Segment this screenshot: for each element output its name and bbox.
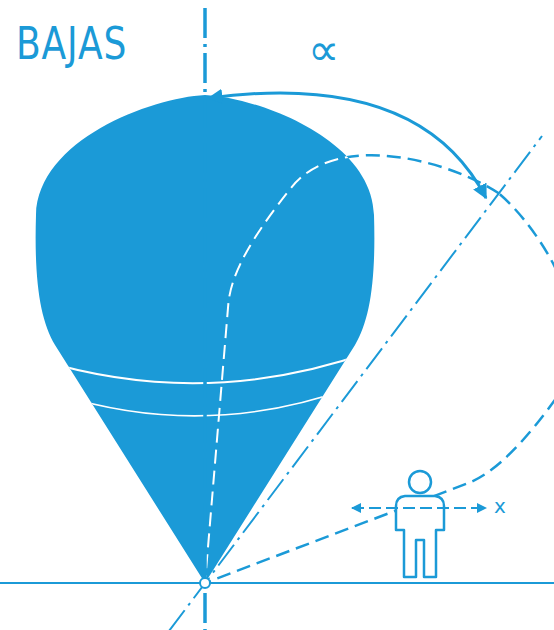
ground-line — [0, 582, 554, 584]
x-direction-arrow — [352, 507, 486, 509]
angle-arrow — [209, 93, 486, 198]
vertical-axis — [203, 8, 207, 630]
title-text: BAJAS — [16, 22, 127, 66]
angle-symbol: ∝ — [308, 28, 339, 72]
person-figure — [396, 471, 444, 577]
pivot-point — [200, 578, 210, 588]
balloon-inner-lines — [40, 91, 554, 630]
axis-label: x — [494, 496, 506, 516]
